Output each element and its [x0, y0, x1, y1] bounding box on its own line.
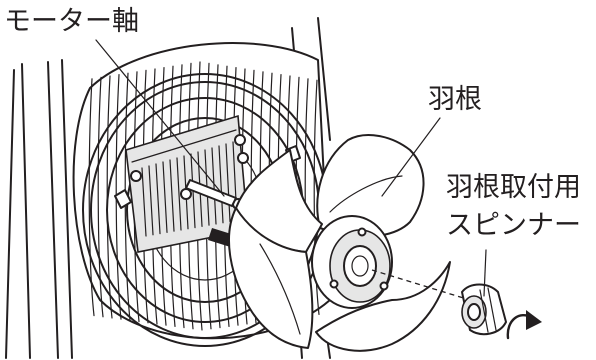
blade-leader-line	[381, 117, 441, 197]
spinner	[461, 283, 507, 336]
motor-vent-slat	[155, 163, 161, 235]
motor-shaft-label: モーター軸	[4, 6, 139, 37]
guard-rib	[97, 76, 104, 318]
motor-vent-slat	[141, 167, 147, 237]
motor-vent-slat	[218, 145, 224, 224]
motor-vent-slat	[162, 161, 168, 233]
fan-blade	[228, 134, 451, 352]
spinner-label-line1: 羽根取付用	[446, 172, 581, 203]
spinner-label-line2: スピンナー	[446, 210, 581, 241]
guard-rib	[88, 78, 95, 317]
motor-vent-slat	[169, 159, 175, 232]
motor-vent-slat	[225, 143, 231, 223]
motor-shaft-leader-line	[95, 39, 225, 197]
blade-label: 羽根	[428, 84, 482, 115]
alignment-dashed-line	[371, 269, 471, 301]
motor-vent-slat	[176, 157, 182, 231]
rotation-arrow	[506, 310, 542, 340]
guard-rib	[313, 79, 320, 315]
motor-vent-slat	[148, 165, 154, 236]
spinner-leader-line	[483, 249, 487, 297]
motor-vent-slat	[211, 147, 217, 225]
